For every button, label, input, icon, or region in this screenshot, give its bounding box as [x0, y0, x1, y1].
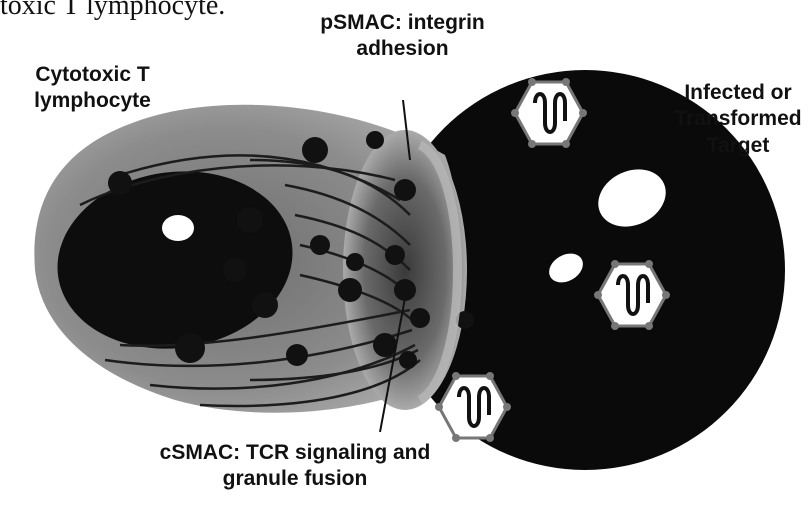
csmac-label: cSMAC: TCR signaling and granule fusion — [130, 440, 460, 493]
csmac-label-line2: granule fusion — [130, 466, 460, 492]
granule — [302, 137, 328, 163]
granule — [338, 278, 362, 302]
ctl-label: Cytotoxic T lymphocyte — [10, 62, 175, 115]
csmac-label-line1: cSMAC: TCR signaling and — [130, 440, 460, 466]
granule — [399, 351, 417, 369]
granule — [286, 344, 308, 366]
psmac-label-line1: pSMAC: integrin — [300, 10, 505, 36]
granule — [385, 245, 405, 265]
ctl-label-line2: lymphocyte — [10, 88, 175, 114]
granule — [373, 333, 397, 357]
ctl-label-line1: Cytotoxic T — [10, 62, 175, 88]
granule — [366, 131, 384, 149]
granule — [394, 279, 416, 301]
hexagon-outline — [598, 264, 666, 326]
granule — [108, 171, 132, 195]
hexagon-outline — [515, 82, 583, 144]
granule — [310, 235, 330, 255]
hexagon-outline — [439, 376, 507, 438]
target-label-line3: Target — [668, 133, 808, 159]
psmac-label-line2: adhesion — [300, 36, 505, 62]
granule — [175, 333, 205, 363]
granule — [237, 207, 263, 233]
granule — [394, 179, 416, 201]
target-label-line1: Infected or — [668, 80, 808, 106]
target-label-line2: Transformed — [668, 106, 808, 132]
granule — [223, 258, 247, 282]
ctl-nucleolus — [162, 215, 194, 241]
granule — [252, 292, 278, 318]
target-label: Infected or Transformed Target — [668, 80, 808, 159]
granule — [346, 253, 364, 271]
psmac-label: pSMAC: integrin adhesion — [300, 10, 505, 63]
granule — [410, 308, 430, 328]
